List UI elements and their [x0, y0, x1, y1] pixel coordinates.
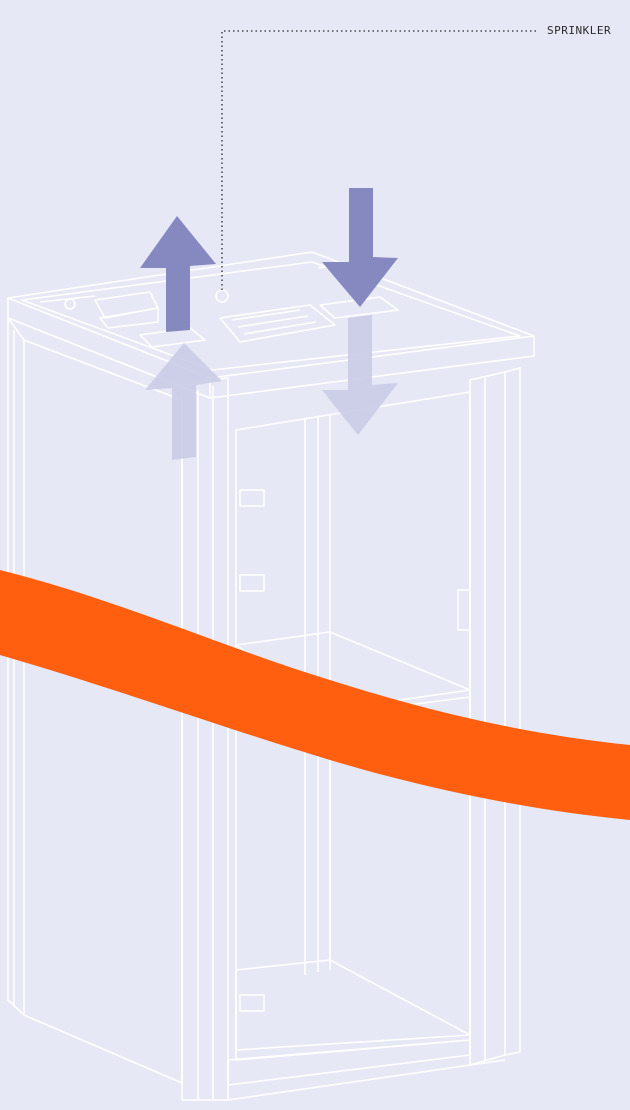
sprinkler-label: SPRINKLER: [547, 24, 611, 37]
arrow-up-icon: [145, 343, 222, 460]
sprinkler-leader-line: [222, 31, 537, 290]
orange-band: [0, 570, 630, 820]
arrow-up-icon: [140, 216, 216, 332]
